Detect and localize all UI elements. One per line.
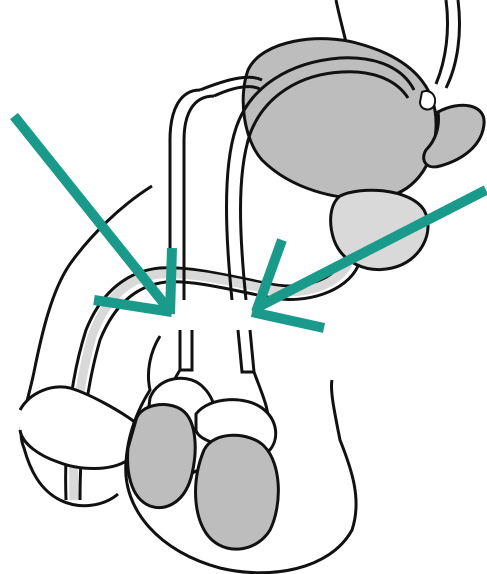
left-arrow-head-vertical [170, 248, 172, 314]
right-testis [196, 435, 279, 549]
bladder-opening [420, 91, 435, 110]
left-testis [128, 405, 196, 508]
